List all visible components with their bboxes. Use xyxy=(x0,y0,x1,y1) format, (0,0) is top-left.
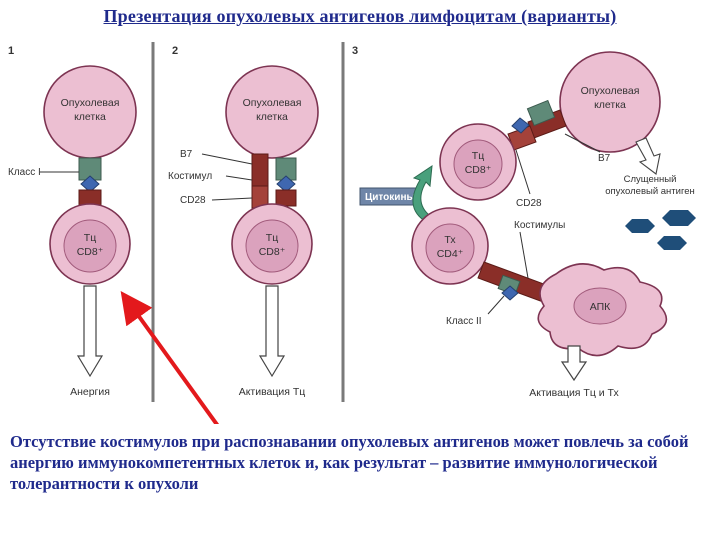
pointer-arrow xyxy=(120,291,220,424)
class2-label: Класс II xyxy=(446,316,482,327)
tc-cell-label: CD8⁺ xyxy=(259,246,286,258)
panel-3: 3 Опухолевая клетка Тц CD8⁺ B7 CD28 Слущ… xyxy=(352,45,696,399)
b7-label: B7 xyxy=(180,149,193,160)
tumor-cell xyxy=(225,65,319,159)
apc-label: АПК xyxy=(590,301,611,313)
caption: Отсутствие костимулов при распознавании … xyxy=(10,432,689,493)
panel-2: 2 Опухолевая клетка B7 Костимул CD28 Тц … xyxy=(168,45,319,398)
shed-antigen-icon xyxy=(657,236,687,250)
panel-1: 1 Опухолевая клетка Класс I Тц CD8⁺ Анер… xyxy=(8,45,137,398)
b7-molecule xyxy=(251,153,269,187)
tumor-cell-label: Опухолевая xyxy=(61,97,120,109)
tc-cell-label: Тц xyxy=(266,232,278,244)
costim-label: Костимул xyxy=(168,171,212,182)
tcr-receptor xyxy=(275,189,297,207)
down-arrow-icon xyxy=(560,345,588,382)
down-arrow-icon xyxy=(76,285,104,378)
th-cell-label: Тх xyxy=(444,234,456,246)
tumor-cell xyxy=(559,51,661,153)
cytokine-label: Цитокины xyxy=(365,192,415,203)
tumor-cell-label: Опухолевая xyxy=(581,85,640,97)
tc-cell-label: Тц xyxy=(472,150,484,162)
tumor-cell-label: клетка xyxy=(594,99,626,111)
class1-label: Класс I xyxy=(8,167,41,178)
diagram: 1 Опухолевая клетка Класс I Тц CD8⁺ Анер… xyxy=(8,42,696,424)
tc-cell-label: Тц xyxy=(84,232,96,244)
outcome-label: Анергия xyxy=(70,386,110,398)
down-arrow-icon xyxy=(635,137,661,175)
outcome-label: Активация Тц xyxy=(239,386,306,398)
antigen-icon xyxy=(511,117,530,134)
tc-cell-label: CD8⁺ xyxy=(465,164,492,176)
page-title: Презентация опухолевых антигенов лимфоци… xyxy=(103,6,617,26)
cytokine-arrow-icon xyxy=(412,164,437,225)
cd28-label: CD28 xyxy=(180,195,206,206)
shed-antigen-icon xyxy=(625,219,655,233)
down-arrow-icon xyxy=(258,285,286,378)
shed-antigen-icon xyxy=(662,210,696,226)
outcome-label: Активация Тц и Тх xyxy=(529,387,619,399)
mhc-class1 xyxy=(526,99,556,127)
shed-antigen-label: опухолевый антиген xyxy=(605,186,695,197)
panel-number: 1 xyxy=(8,45,14,57)
tumor-cell-label: клетка xyxy=(74,111,106,123)
antigen-icon xyxy=(501,285,519,301)
panel-number: 3 xyxy=(352,45,358,57)
panel-number: 2 xyxy=(172,45,178,57)
tc-cell-label: CD8⁺ xyxy=(77,246,104,258)
shed-antigen-label: Слущенный xyxy=(624,174,677,185)
b7-label: B7 xyxy=(598,153,611,164)
cd28-label: CD28 xyxy=(516,198,542,209)
tumor-cell-label: Опухолевая xyxy=(243,97,302,109)
th-cell-label: CD4⁺ xyxy=(437,248,464,260)
costims-label: Костимулы xyxy=(514,220,565,231)
tumor-cell-label: клетка xyxy=(256,111,288,123)
